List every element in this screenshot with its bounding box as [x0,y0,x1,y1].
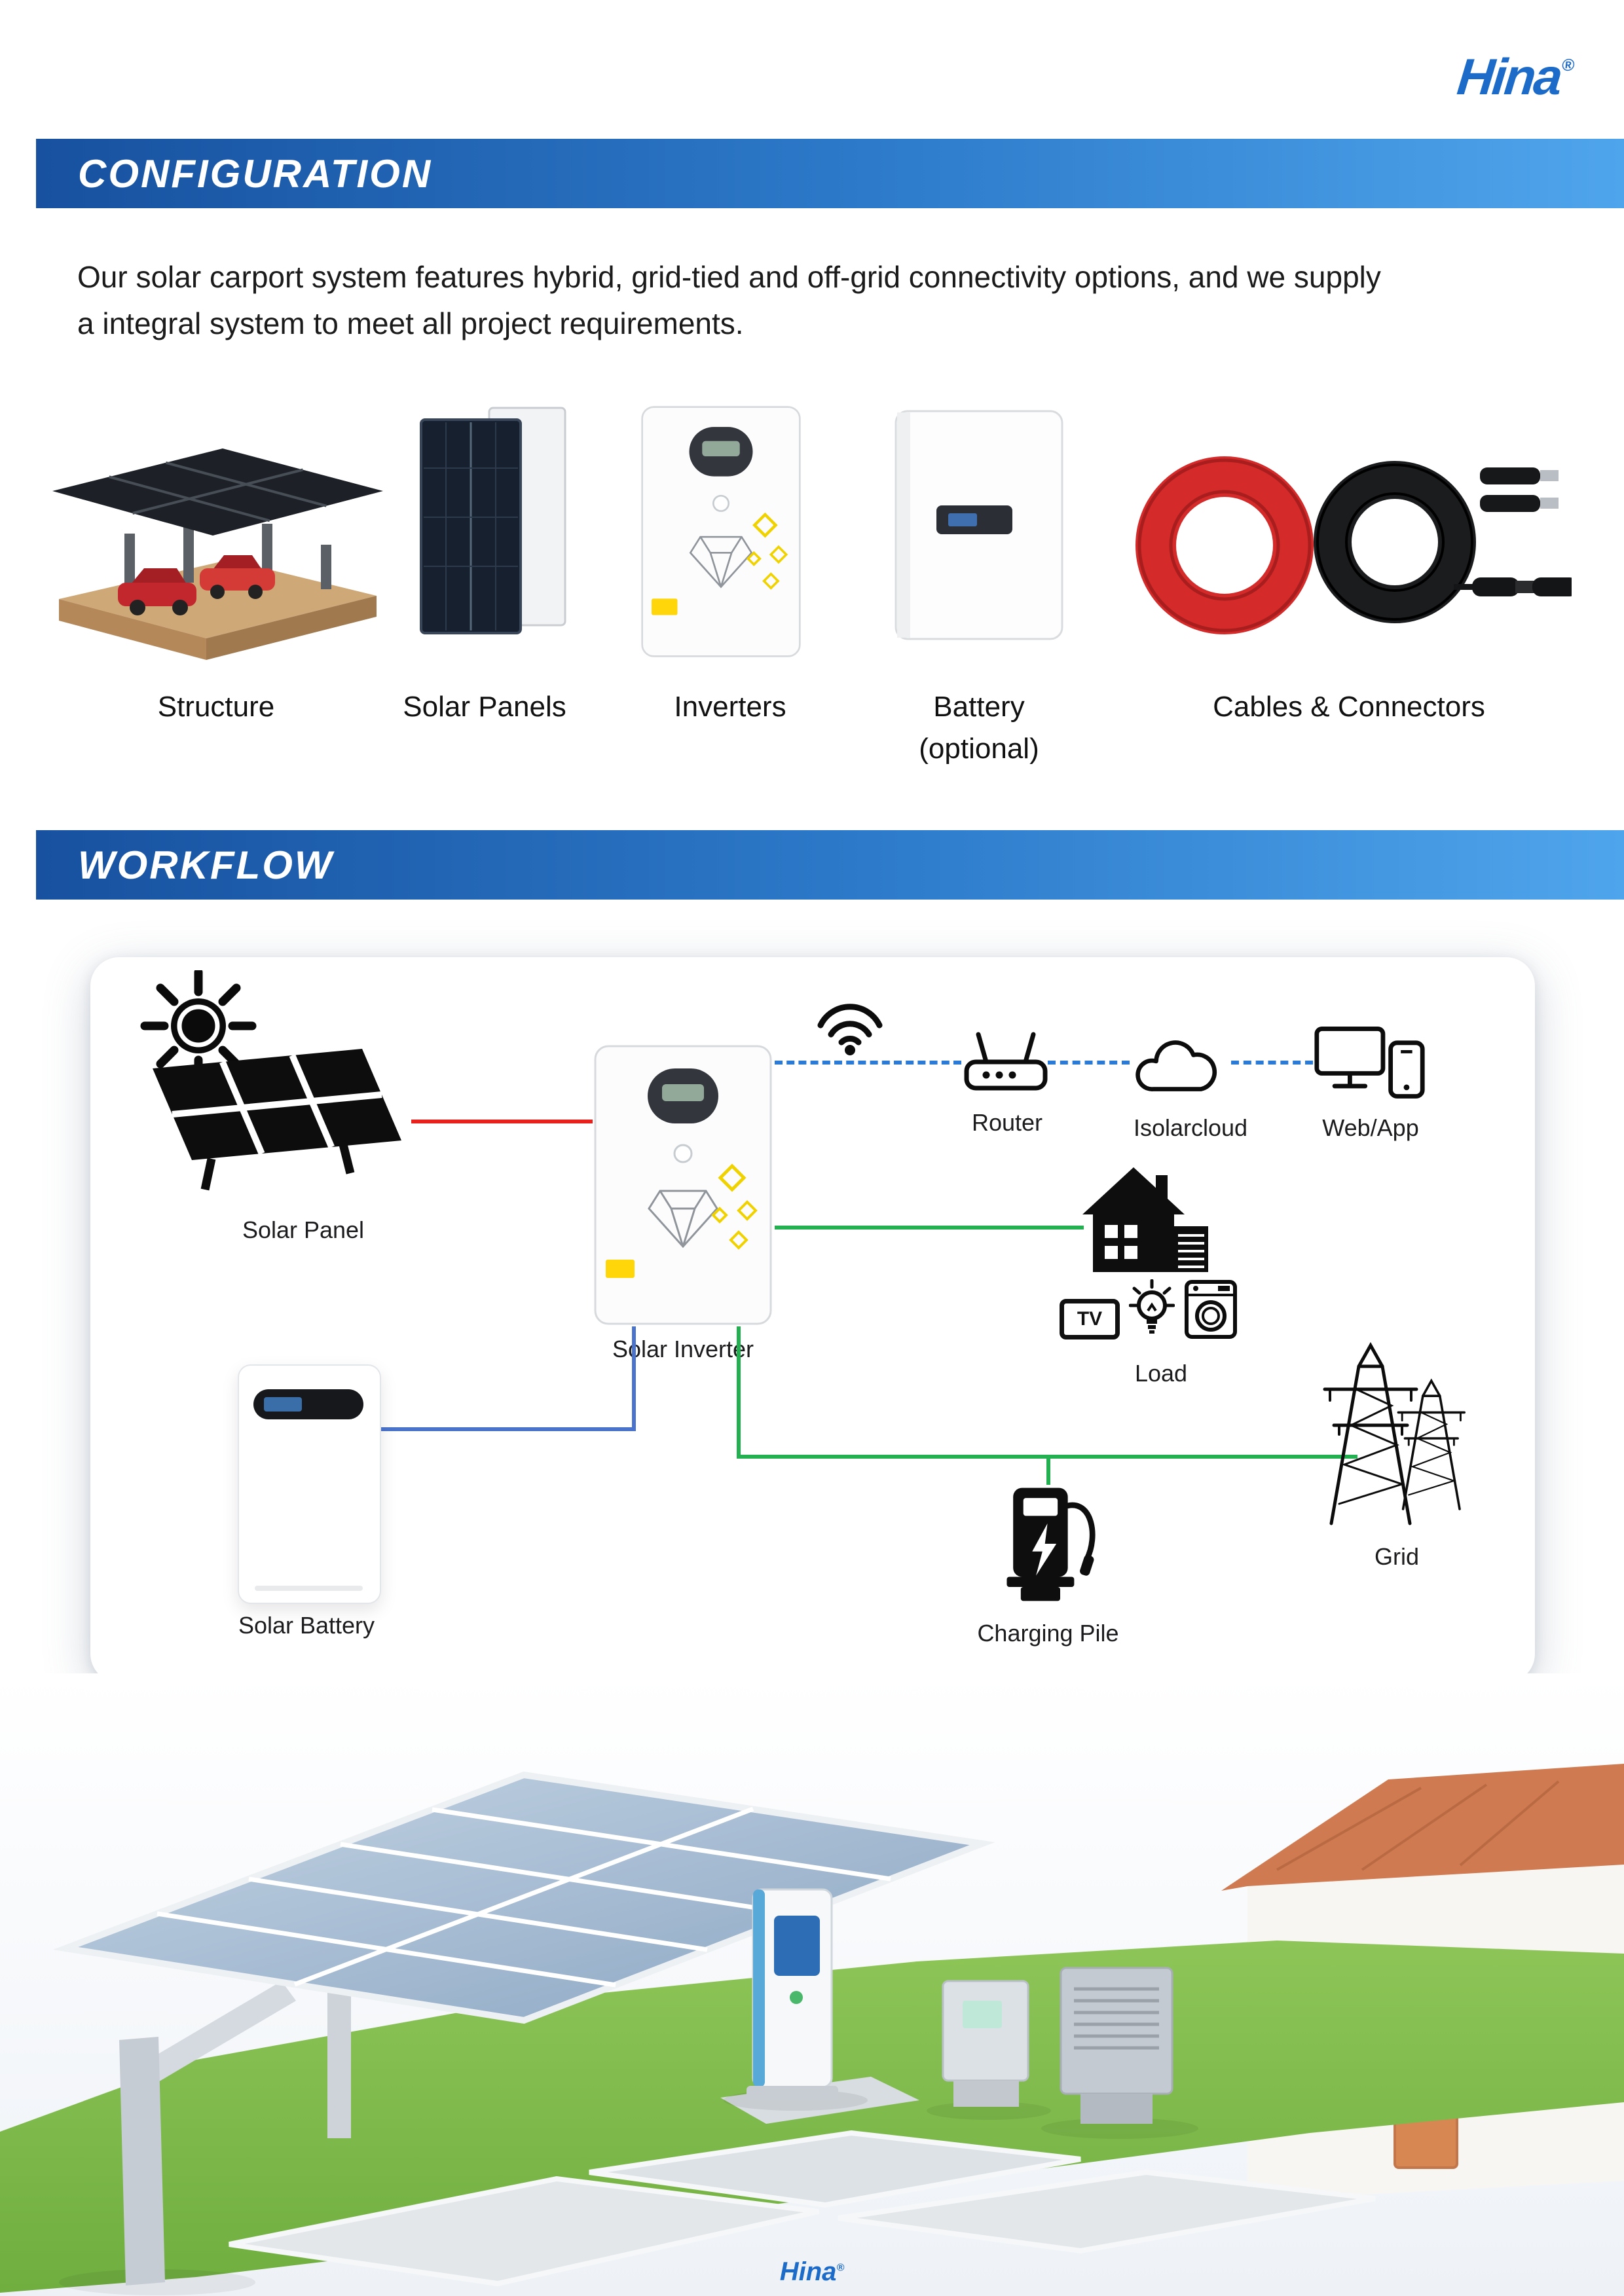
configuration-title: CONFIGURATION [78,151,433,196]
product-label-cables-connectors: Cables & Connectors [1213,691,1485,723]
workflow-title: WORKFLOW [78,843,334,887]
battery-line-vertical [632,1326,636,1431]
label-router: Router [971,1109,1043,1136]
carport-house-scene-image [0,1673,1624,2296]
brand-name: Hina [1454,48,1564,105]
grid-towers-icon [1312,1327,1466,1530]
ac-line-vertical [737,1326,741,1459]
house-icon [1082,1167,1208,1272]
label-solar-inverter: Solar Inverter [612,1336,754,1362]
bulb-icon [1129,1279,1175,1334]
product-label-structure: Structure [157,691,275,723]
pv-dc-line [411,1120,593,1123]
comm-line-router-cloud [1048,1061,1130,1065]
solar-inverter-image [594,1045,772,1325]
registered-mark-icon: ® [1560,55,1576,75]
battery-image [895,410,1063,640]
inverter-image [641,406,801,657]
router-icon [964,1032,1048,1091]
label-charging-pile: Charging Pile [977,1620,1119,1647]
comm-line-cloud-webapp [1231,1061,1313,1065]
product-label-inverters: Inverters [674,691,786,723]
charging-pile-icon [1006,1487,1096,1601]
comm-line-inverter-router [775,1061,961,1065]
battery-display-bar [253,1389,363,1419]
battery-vent [255,1586,363,1591]
label-solar-panel: Solar Panel [242,1216,365,1243]
isolarcloud-icon [1135,1040,1217,1091]
label-solar-battery: Solar Battery [238,1612,375,1639]
label-isolarcloud: Isolarcloud [1133,1114,1248,1141]
ac-line-charging-pile [1046,1455,1050,1485]
footer-registered-mark-icon: ® [836,2262,845,2274]
configuration-description: Our solar carport system features hybrid… [77,260,1381,341]
ac-line-inverter-load [775,1226,1084,1230]
configuration-banner: CONFIGURATION [36,139,1624,208]
solar-battery-image [238,1364,381,1604]
battery-screen [264,1397,302,1412]
battery-line-horizontal [378,1427,636,1431]
footer-logo: Hina® [779,2257,845,2286]
tv-icon: TV [1060,1299,1120,1339]
workflow-diagram-card: Solar Panel Solar Inverter [90,957,1535,1683]
product-label-battery: Battery (optional) [871,686,1087,770]
solar-panels-image [420,407,566,634]
washing-machine-icon [1185,1280,1237,1339]
product-label-solar-panels: Solar Panels [403,691,566,723]
web-app-devices-icon [1314,1027,1425,1099]
structure-image [52,448,383,660]
label-grid: Grid [1374,1543,1419,1570]
workflow-banner: WORKFLOW [36,830,1624,900]
product-sublabel-battery-optional: (optional) [919,732,1039,765]
wifi-icon [817,1004,883,1055]
solar-panel-sun-icon [140,970,401,1191]
brand-logo: Hina ® [1454,48,1576,105]
cables-connectors-image [1135,456,1572,634]
label-load: Load [1134,1360,1188,1387]
load-appliances: TV [1060,1279,1238,1339]
label-web-app: Web/App [1322,1114,1419,1141]
